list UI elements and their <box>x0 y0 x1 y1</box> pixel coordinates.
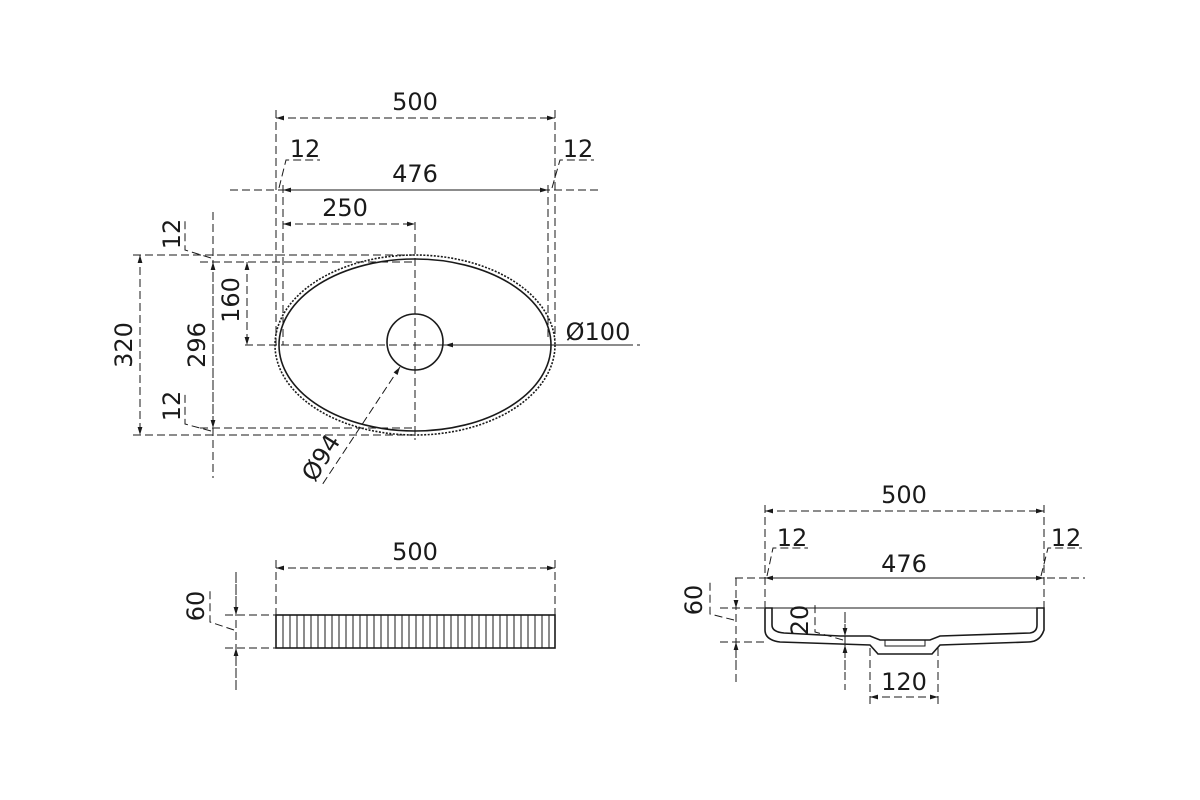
dim-label-rim-top: 12 <box>158 219 186 250</box>
sec-dim-label-rim-right: 12 <box>1051 524 1082 552</box>
sec-leader-thickness <box>814 605 844 641</box>
sec-dim-label-height: 60 <box>680 585 708 616</box>
sec-dim-label-overall-width: 500 <box>881 481 927 509</box>
side-dim-label-height: 60 <box>182 591 210 622</box>
dim-label-rim-left: 12 <box>290 135 321 163</box>
sec-leader-height <box>709 582 735 621</box>
leader-rim-left <box>278 159 320 189</box>
sec-leader-rim-right <box>1040 547 1082 577</box>
sec-leader-rim-left <box>766 547 808 577</box>
section-view: 500 476 12 12 60 20 120 <box>680 481 1085 705</box>
dim-label-overall-width: 500 <box>392 88 438 116</box>
dim-label-inner-diameter: Ø94 <box>296 429 346 486</box>
dim-label-inner-depth: 296 <box>183 322 211 368</box>
leader-rim-right <box>551 159 594 189</box>
dim-label-center-offset: 250 <box>322 194 368 222</box>
top-view: 500 476 12 12 250 320 296 160 12 12 <box>110 88 640 486</box>
dim-label-rim-right: 12 <box>563 135 594 163</box>
sec-dim-label-inner-width: 476 <box>881 550 927 578</box>
leader-rim-bottom <box>184 392 212 432</box>
section-body <box>764 607 1045 655</box>
sec-dim-label-drain-width: 120 <box>881 668 927 696</box>
side-dim-label-width: 500 <box>392 538 438 566</box>
leader-inner-diameter <box>321 366 401 486</box>
side-leader-height <box>209 590 235 631</box>
leader-rim-top <box>184 218 212 259</box>
sec-dim-label-rim-left: 12 <box>777 524 808 552</box>
drain-opening <box>884 639 926 647</box>
dim-label-overall-depth: 320 <box>110 322 138 368</box>
dim-label-inner-width: 476 <box>392 160 438 188</box>
side-view: 500 60 <box>182 538 556 690</box>
dim-label-rim-bottom: 12 <box>158 391 186 422</box>
side-ribs <box>282 615 550 648</box>
dim-label-center-depth: 160 <box>217 277 245 323</box>
dim-label-drain-diameter: Ø100 <box>566 318 631 346</box>
sec-dim-label-thickness: 20 <box>786 605 814 636</box>
